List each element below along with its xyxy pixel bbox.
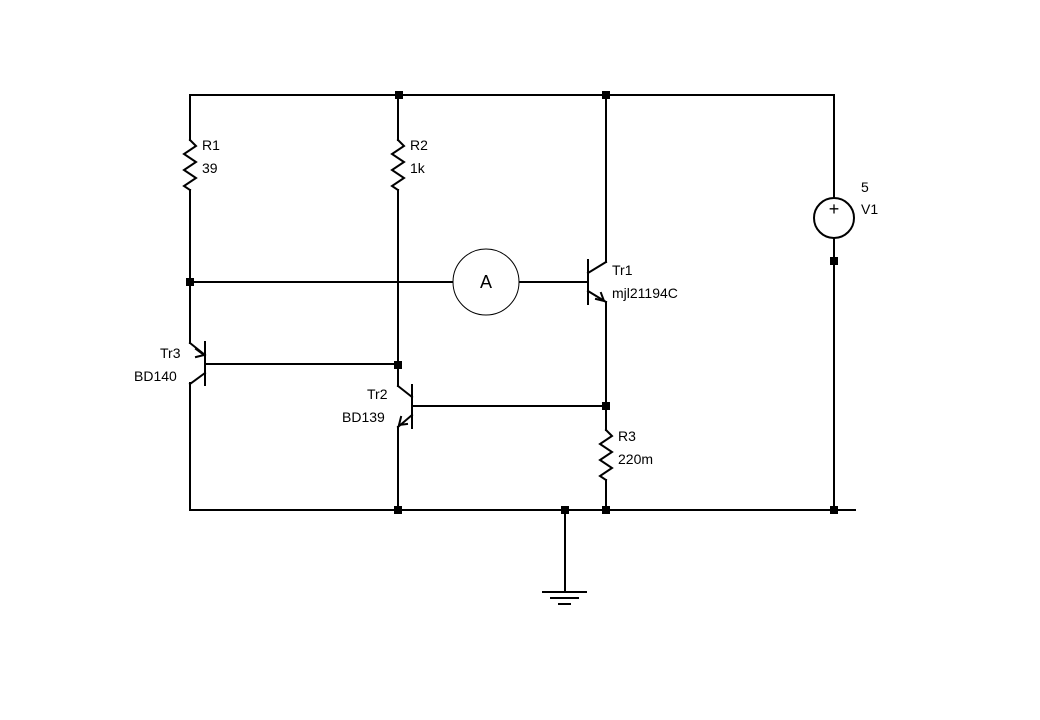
v1-polarity: + [829, 199, 840, 219]
ammeter-circle [452, 248, 520, 316]
r3-value: 220m [618, 451, 653, 467]
tr2-name: Tr2 [367, 386, 388, 402]
ground-symbol [542, 591, 587, 605]
junction-node [394, 361, 402, 369]
resistor-r1: R1 39 [182, 137, 220, 192]
r2-name: R2 [410, 137, 428, 153]
junction-node [602, 506, 610, 514]
tr3-collector-lead [188, 371, 207, 386]
r3-name: R3 [618, 428, 636, 444]
tr1-collector-lead [586, 260, 608, 275]
transistor-tr1: Tr1 mjl21194C [586, 259, 678, 305]
junction-nodes [186, 91, 838, 514]
tr2-model: BD139 [342, 409, 385, 425]
junction-node [830, 257, 838, 265]
v1-value: 5 [861, 179, 869, 195]
tr1-model: mjl21194C [612, 285, 678, 301]
tr1-name: Tr1 [612, 262, 633, 278]
resistor-r2: R2 1k [390, 137, 428, 192]
junction-node [394, 506, 402, 514]
resistor-symbol [390, 138, 406, 192]
junction-node [602, 91, 610, 99]
junction-node [395, 91, 403, 99]
tr3-emitter-arrow [194, 347, 207, 359]
v1-name: V1 [861, 201, 878, 217]
wires [189, 94, 856, 593]
junction-node [830, 506, 838, 514]
junction-node [186, 278, 194, 286]
transistor-tr2: Tr2 BD139 [342, 384, 414, 429]
junction-node [561, 506, 569, 514]
resistor-r3: R3 220m [598, 428, 653, 482]
resistor-symbol [598, 428, 614, 482]
ammeter-symbol: A [480, 272, 492, 292]
tr3-model: BD140 [134, 368, 177, 384]
r1-name: R1 [202, 137, 220, 153]
resistor-symbol [182, 138, 198, 192]
tr3-name: Tr3 [160, 345, 181, 361]
r1-value: 39 [202, 160, 218, 176]
voltage-source-v1: + 5 V1 [813, 179, 878, 239]
r2-value: 1k [410, 160, 426, 176]
tr2-collector-lead [396, 384, 414, 399]
source-circle [813, 197, 855, 239]
ammeter: A [452, 248, 520, 316]
tr1-emitter-arrow [594, 291, 606, 303]
junction-node [602, 402, 610, 410]
tr2-emitter-arrow [397, 415, 409, 427]
transistor-tr3: Tr3 BD140 [134, 341, 207, 386]
